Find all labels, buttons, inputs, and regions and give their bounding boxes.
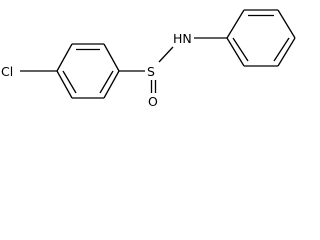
ring1-bond-4 — [103, 70, 120, 99]
ring1-bond-6 — [56, 70, 73, 99]
ring2-bond-1 — [226, 9, 245, 39]
sulfur-atom-label: S — [147, 64, 155, 79]
ring1-bond-3 — [103, 43, 120, 72]
oxygen-atom-label: O — [148, 94, 158, 109]
chlorophenyl-ring — [56, 43, 120, 99]
ring2-double-bond-3 — [232, 37, 249, 62]
chlorine-atom-label: Cl — [1, 64, 13, 79]
nitrogen-hydrogen-label: HN — [173, 31, 192, 46]
ring1-double-bond-2 — [99, 70, 114, 94]
ring2-bond-4 — [277, 37, 296, 67]
chemical-structure-diagram: Cl S HN O — [1, 9, 296, 109]
ring2-double-bond-2 — [273, 37, 290, 62]
ring1-bond-1 — [56, 43, 73, 72]
sulfur-nitrogen-bond — [158, 46, 174, 63]
phenyl-ring — [226, 9, 296, 67]
ring1-double-bond-3 — [62, 70, 77, 94]
ring2-bond-6 — [226, 37, 245, 67]
ring2-bond-3 — [277, 9, 296, 39]
